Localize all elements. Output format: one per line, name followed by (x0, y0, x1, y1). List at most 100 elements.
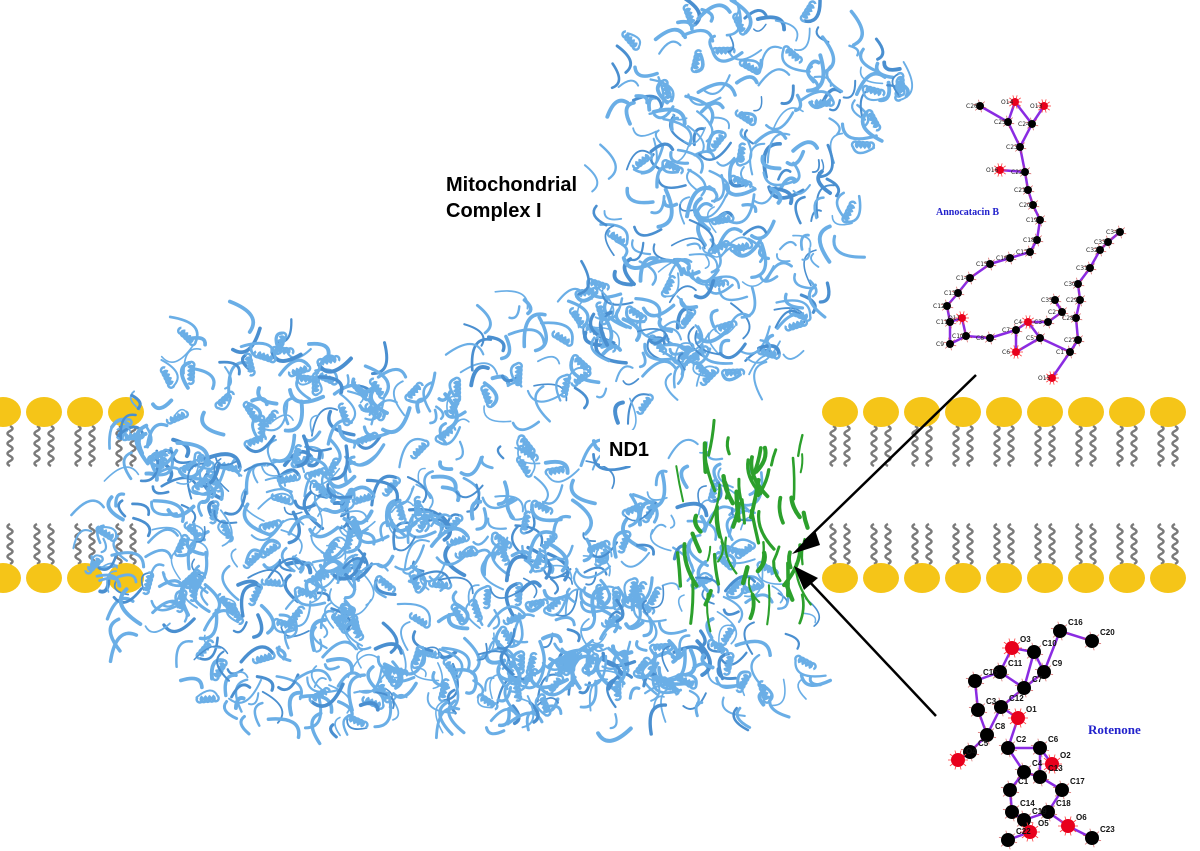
protein-ribbon (195, 531, 208, 535)
atom-label: O14 (1001, 99, 1014, 106)
hydrogen-hash (1046, 803, 1047, 805)
carbon-atom (986, 334, 994, 342)
protein-ribbon (323, 642, 356, 657)
nd1-helix (691, 582, 693, 624)
oxygen-atom (1061, 819, 1075, 833)
oxygen-hash (1053, 382, 1054, 385)
atom-label: C15 (976, 261, 988, 268)
hydrogen-hash (1038, 244, 1039, 246)
oxygen-hash (1014, 345, 1015, 348)
hydrogen-hash (1091, 272, 1092, 274)
protein-ribbon (482, 457, 493, 468)
atom-label: C8 (976, 335, 984, 342)
protein-ribbon (637, 642, 647, 651)
oxygen-hash (1026, 326, 1027, 329)
oxygen-hash (965, 320, 967, 322)
atom-label: C8 (995, 722, 1006, 731)
protein-ribbon (322, 624, 328, 638)
atom-label: C10 (952, 333, 964, 340)
lipid-tail (1077, 524, 1082, 564)
protein-helix (429, 581, 451, 588)
hydrogen-hash (1045, 771, 1047, 773)
protein-ribbon (146, 550, 172, 558)
lipid-head (26, 397, 62, 427)
protein-ribbon (607, 101, 627, 117)
hydrogen-hash (1002, 679, 1003, 681)
protein-ribbon (656, 131, 661, 144)
protein-ribbon (793, 142, 817, 151)
hydrogen-hash (1029, 814, 1031, 816)
atom-label: C19 (1032, 807, 1047, 816)
protein-ribbon (754, 362, 766, 399)
protein-ribbon (640, 353, 645, 367)
protein-helix (262, 579, 284, 586)
hydrogen-hash (954, 345, 956, 346)
carbon-atom (1001, 833, 1015, 847)
hydrogen-hash (980, 675, 982, 677)
protein-ribbon (361, 703, 378, 710)
oxygen-hash (1014, 356, 1015, 359)
hydrogen-hash (1005, 817, 1007, 819)
hydrogen-hash (1121, 236, 1122, 238)
lipid-head (1027, 397, 1063, 427)
lipid-head (1109, 397, 1145, 427)
oxygen-hash (1009, 638, 1010, 641)
hydrogen-hash (1075, 312, 1076, 314)
atom-label: C6 (1002, 349, 1010, 356)
hydrogen-hash (999, 745, 1001, 746)
protein-ribbon (683, 31, 712, 41)
lipid-head (1150, 397, 1186, 427)
protein-ribbon (383, 623, 397, 652)
hydrogen-hash (979, 100, 980, 102)
hydrogen-hash (1042, 755, 1043, 757)
lipid-tail (995, 426, 1000, 466)
hydrogen-hash (1010, 755, 1011, 757)
lipid-tail (8, 426, 13, 466)
lipid-tail (49, 524, 54, 564)
lipid-tail (845, 426, 850, 466)
protein-helix (471, 600, 482, 621)
hydrogen-hash (1069, 346, 1070, 348)
hydrogen-hash (994, 712, 996, 714)
hydrogen-hash (1010, 847, 1011, 849)
lipid-tail (1050, 426, 1055, 466)
hydrogen-hash (999, 698, 1000, 700)
atom-label: C11 (1008, 659, 1023, 668)
atom-label: O5 (1038, 819, 1049, 828)
hydrogen-hash (1083, 296, 1085, 298)
protein-helix (737, 144, 745, 166)
protein-helix (527, 653, 537, 675)
protein-helix (852, 142, 874, 148)
hydrogen-hash (1059, 301, 1061, 302)
oxygen-hash (1014, 638, 1015, 641)
protein-ribbon (461, 458, 481, 475)
hydrogen-hash (1054, 294, 1055, 296)
hydrogen-hash (1008, 781, 1009, 783)
carbon-atom (1003, 783, 1017, 797)
hydrogen-hash (1027, 657, 1029, 659)
hydrogen-hash (1069, 792, 1071, 793)
oxygen-hash (1014, 655, 1015, 658)
hydrogen-hash (1043, 334, 1045, 336)
hydrogen-hash (1031, 186, 1033, 188)
nd1-helix (792, 498, 800, 517)
protein-ribbon (650, 705, 665, 734)
carbon-atom (946, 340, 954, 348)
protein-ribbon (232, 685, 250, 697)
lipid-tail (76, 426, 81, 466)
oxygen-hash (1065, 816, 1066, 819)
protein-helix (662, 276, 675, 296)
carbon-atom (1012, 326, 1020, 334)
hydrogen-hash (1079, 314, 1081, 316)
atom-label: O15 (1038, 375, 1051, 382)
hydrogen-hash (1007, 116, 1008, 118)
hydrogen-hash (999, 837, 1001, 838)
nd1-helix (759, 512, 774, 549)
hydrogen-hash (1039, 332, 1040, 334)
hydrogen-hash (1045, 742, 1047, 744)
hydrogen-hash (1082, 341, 1084, 342)
protein-ribbon (744, 227, 766, 235)
hydrogen-hash (1022, 763, 1023, 765)
carbon-atom (1085, 831, 1099, 845)
lipid-tail (117, 524, 122, 564)
